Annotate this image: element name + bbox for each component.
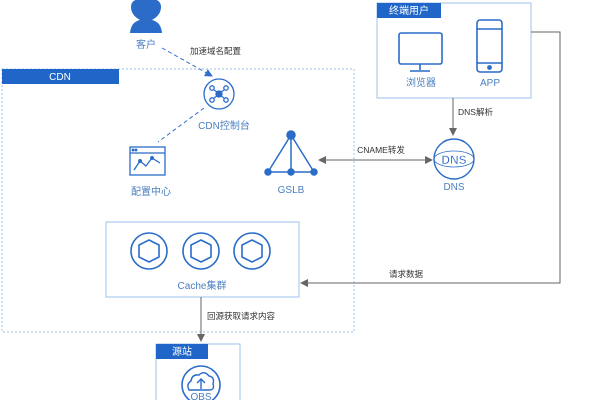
config-center-icon: [129, 146, 166, 176]
cache-node-icon: [130, 232, 168, 270]
config-center-label: 配置中心: [131, 185, 171, 198]
edge-accel-config-label: 加速域名配置: [190, 46, 242, 56]
cdn-console-label: CDN控制台: [198, 119, 250, 132]
obs-label: OBS: [190, 392, 211, 400]
browser-label: 浏览器: [406, 76, 436, 89]
cache-node-icon: [233, 232, 271, 270]
browser-icon: [398, 32, 443, 72]
origin-group: 源站: [155, 343, 241, 400]
dns-icon: DNS: [433, 138, 475, 180]
dns-icon-text: DNS: [441, 153, 466, 167]
end-user-group-title: 终端用户: [389, 4, 429, 17]
origin-group-header: [156, 344, 208, 359]
app-label: APP: [480, 78, 500, 89]
gslb-icon: [264, 130, 318, 176]
edge-request-data-label: 请求数据: [389, 269, 424, 279]
cdn-console-icon: [203, 78, 235, 110]
edge-cname-label: CNAME转发: [357, 145, 405, 155]
customer-label: 客户: [136, 38, 156, 51]
gslb-label: GSLB: [278, 185, 305, 196]
cdn-group: CDN: [1, 68, 355, 333]
edge-accel-config: [161, 47, 213, 77]
obs-cloud-icon: [181, 365, 221, 400]
cdn-group-header: [2, 69, 119, 84]
edge-console-config: [157, 107, 205, 143]
cdn-group-title: CDN: [49, 72, 71, 83]
end-user-group-header: [377, 3, 441, 18]
edge-back-to-origin-label: 回源获取请求内容: [207, 311, 276, 321]
dns-label: DNS: [443, 182, 464, 193]
end-user-group: 终端用户: [376, 2, 532, 99]
origin-group-title: 源站: [172, 345, 192, 358]
edge-request-data: [300, 31, 561, 287]
edge-dns-resolve-label: DNS解析: [458, 107, 493, 117]
cache-cluster-label: Cache集群: [178, 279, 227, 292]
app-phone-icon: [476, 19, 503, 73]
cache-cluster-box: [105, 221, 300, 298]
cache-node-icon: [182, 232, 220, 270]
customer-icon: [130, 0, 162, 33]
